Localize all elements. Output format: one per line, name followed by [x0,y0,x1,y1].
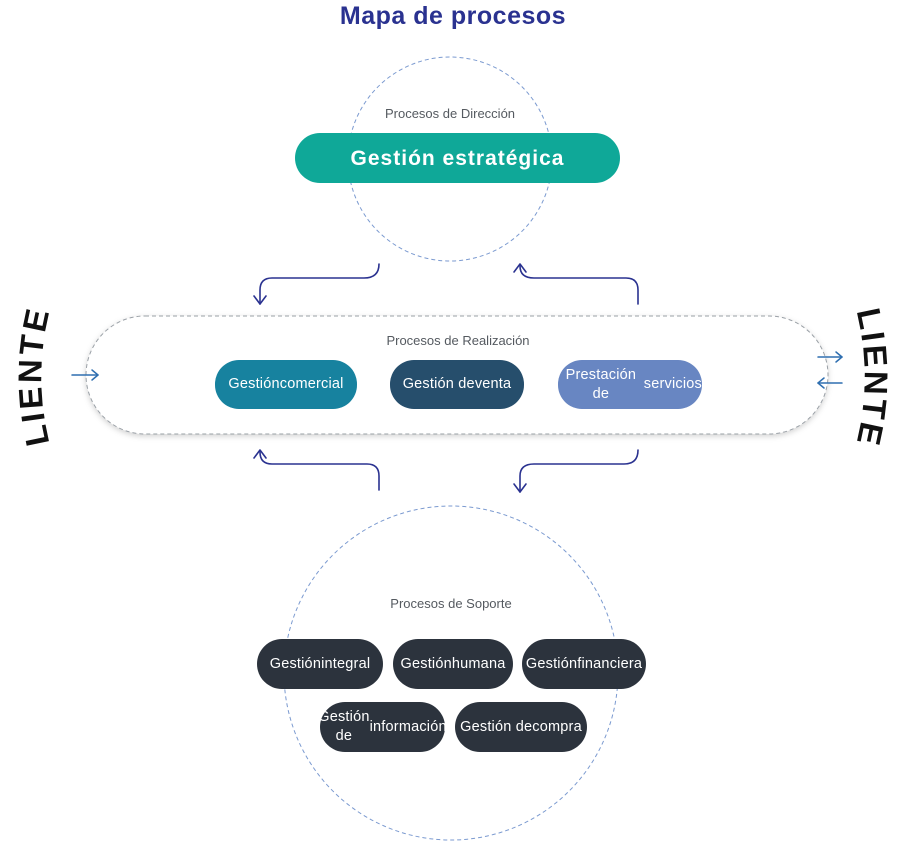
process-label-line: Prestación de [565,366,637,402]
flow-arrow-direccion-to-realizacion [259,263,380,305]
flow-arrow-direccion-to-realizacion-head [253,295,267,305]
process-label-line: información [369,718,447,735]
process-label-line: servicios [643,376,702,392]
process-prestacion-de-servicios[interactable]: Prestación de servicios [558,360,702,409]
process-label-line: integral [321,655,371,672]
process-label-line: venta [474,376,512,392]
process-label-line: financiera [577,655,643,672]
flow-arrow-soporte-to-realizacion [259,451,380,491]
process-label-line: Gestión de [402,376,475,392]
page-title: Mapa de procesos [339,2,567,30]
process-label-line: Gestión [400,655,452,672]
process-label-line: comercial [279,376,344,392]
flow-arrow-realizacion-to-soporte [519,449,639,493]
client-output-arrow [817,351,843,363]
flow-arrow-realizacion-to-soporte-head [513,483,527,493]
process-label-line: compra [532,718,582,735]
realizacion-label: Procesos de Realización [386,333,530,348]
process-label-line: humana [451,655,506,672]
process-label-line: Gestión [228,376,280,392]
process-gestion-estrategica[interactable]: Gestión estratégica [295,133,620,183]
clientes-label-left: CLIENTES [0,0,57,449]
flow-arrow-realizacion-to-direccion-head [513,263,527,273]
client-input-arrow [71,369,99,381]
soporte-label: Procesos de Soporte [390,596,512,611]
flow-arrow-soporte-to-realizacion-head [253,449,267,459]
process-label-line: Gestión de [460,718,533,735]
process-label-line: Gestión [269,655,322,672]
client-feedback-arrow [817,377,843,389]
process-label-line: Gestión estratégica [350,146,565,170]
direccion-label: Procesos de Dirección [384,106,516,121]
flow-arrow-realizacion-to-direccion [519,265,639,305]
process-label-line: Gestión [525,655,578,672]
process-label-line: Gestión de [318,709,370,744]
